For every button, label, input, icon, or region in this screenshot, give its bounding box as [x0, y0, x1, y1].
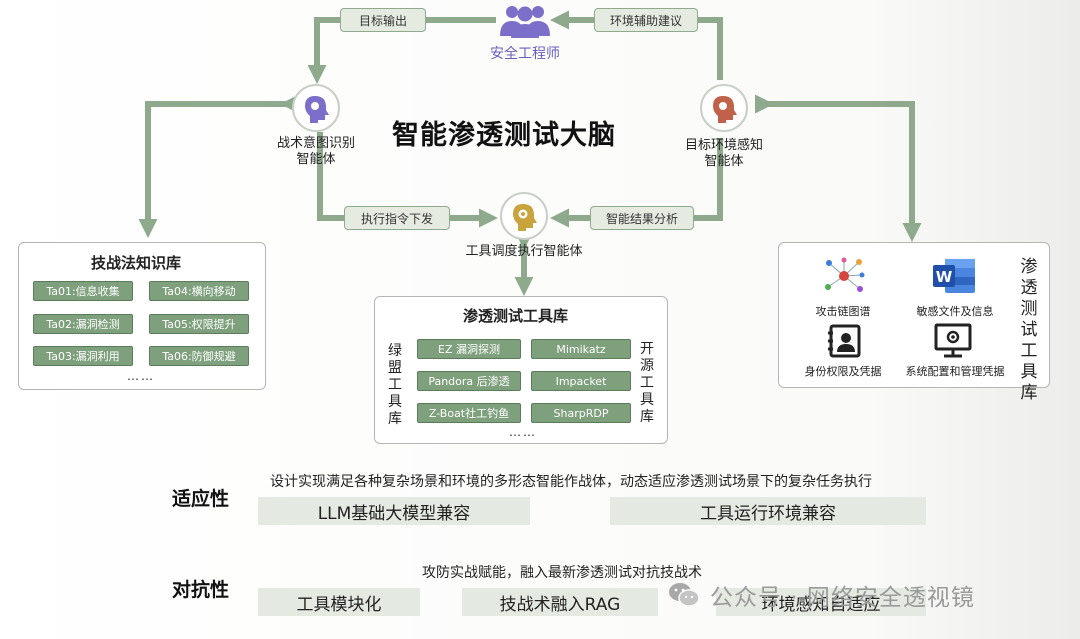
tool-lib-right-label: 开源工具库: [640, 341, 654, 425]
tool-lib-title: 渗透测试工具库: [463, 307, 569, 325]
id-card-icon: [827, 323, 863, 363]
watermark-text: 公众号 · 网络安全透视镜: [710, 585, 975, 611]
tool-lib-more: ……: [509, 425, 537, 439]
arrow-tactic-kb: [138, 94, 300, 238]
engineer-label: 安全工程师: [490, 46, 560, 62]
tactic-chip: Ta01:信息收集: [33, 281, 133, 301]
wechat-icon: [669, 583, 700, 607]
pentest-item: 敏感文件及信息: [916, 305, 994, 318]
tactic-chip: Ta02:漏洞检测: [33, 314, 133, 334]
tool-chip: Mimikatz: [531, 339, 631, 359]
tactic-chip: Ta04:横向移动: [149, 281, 249, 301]
watermark: 公众号 · 网络安全透视镜: [668, 578, 975, 612]
tool-chip: Impacket: [531, 371, 631, 391]
tactic-agent-label-1: 战术意图识别: [276, 136, 355, 151]
flow-label-result-analysis: 智能结果分析: [590, 206, 694, 230]
page-title: 智能渗透测试大脑: [392, 120, 616, 151]
tactic-chip: Ta03:漏洞利用: [33, 346, 133, 366]
flow-label-target-output: 目标输出: [340, 8, 426, 32]
users-icon: [498, 2, 552, 42]
adversarial-desc: 攻防实战赋能，融入最新渗透测试对抗技战术: [422, 565, 702, 581]
adaptability-bar: LLM基础大模型兼容: [258, 497, 530, 525]
env-agent-label-2: 智能体: [704, 154, 744, 169]
pentest-item: 身份权限及凭据: [804, 365, 882, 378]
flow-label-exec-cmd: 执行指令下发: [344, 206, 450, 230]
tactic-chip: Ta05:权限提升: [149, 314, 249, 334]
arrow-env-pentest: [754, 94, 922, 242]
svg-text:W: W: [936, 268, 953, 286]
arrow-target-output: [307, 17, 496, 84]
tool-agent-label: 工具调度执行智能体: [465, 244, 583, 259]
tool-agent-icon: [500, 192, 548, 240]
pentest-item: 系统配置和管理凭据: [905, 365, 1005, 378]
adversarial-bar: 工具模块化: [258, 588, 420, 616]
adaptability-label: 适应性: [172, 488, 230, 510]
pentest-item: 攻击链图谱: [815, 305, 871, 318]
adversarial-bar: 技战术融入RAG: [462, 588, 658, 616]
graph-icon: [823, 257, 865, 299]
monitor-settings-icon: [933, 323, 973, 363]
tactics-kb-more: ……: [127, 369, 155, 383]
tool-lib-box: 渗透测试工具库 绿盟工具库 开源工具库 EZ 漏洞探测 Pandora 后渗透 …: [374, 296, 668, 444]
env-agent-label-1: 目标环境感知: [684, 138, 763, 153]
pentest-lib-box: 渗透测试工具库 攻击链图谱 W 敏感文件及信息 身份权限及凭据: [778, 242, 1050, 403]
tool-lib-left-label: 绿盟工具库: [388, 343, 402, 427]
pentest-lib-title: 渗透测试工具库: [1020, 257, 1038, 403]
env-agent-icon: [700, 84, 748, 132]
tactics-kb-box: 技战法知识库 Ta01:信息收集 Ta04:横向移动 Ta02:漏洞检测 Ta0…: [18, 242, 266, 390]
tool-chip: Z-Boat社工钓鱼: [417, 403, 521, 423]
adversarial-label: 对抗性: [172, 579, 230, 601]
tool-chip: EZ 漏洞探测: [417, 339, 521, 359]
tactics-kb-title: 技战法知识库: [91, 254, 182, 272]
flow-label-env-advice: 环境辅助建议: [594, 8, 698, 32]
tactic-chip: Ta06:防御规避: [149, 346, 249, 366]
adversarial-bar: 环境感知自适应: [716, 588, 926, 616]
tool-chip: Pandora 后渗透: [417, 371, 521, 391]
word-document-icon: W: [931, 257, 977, 299]
adaptability-desc: 设计实现满足各种复杂场景和环境的多形态智能作战体，动态适应渗透测试场景下的复杂任…: [270, 474, 872, 490]
tactic-agent-label-2: 智能体: [296, 152, 336, 167]
tactic-agent-icon: [292, 84, 340, 132]
tool-chip: SharpRDP: [531, 403, 631, 423]
adaptability-bar: 工具运行环境兼容: [610, 497, 926, 525]
